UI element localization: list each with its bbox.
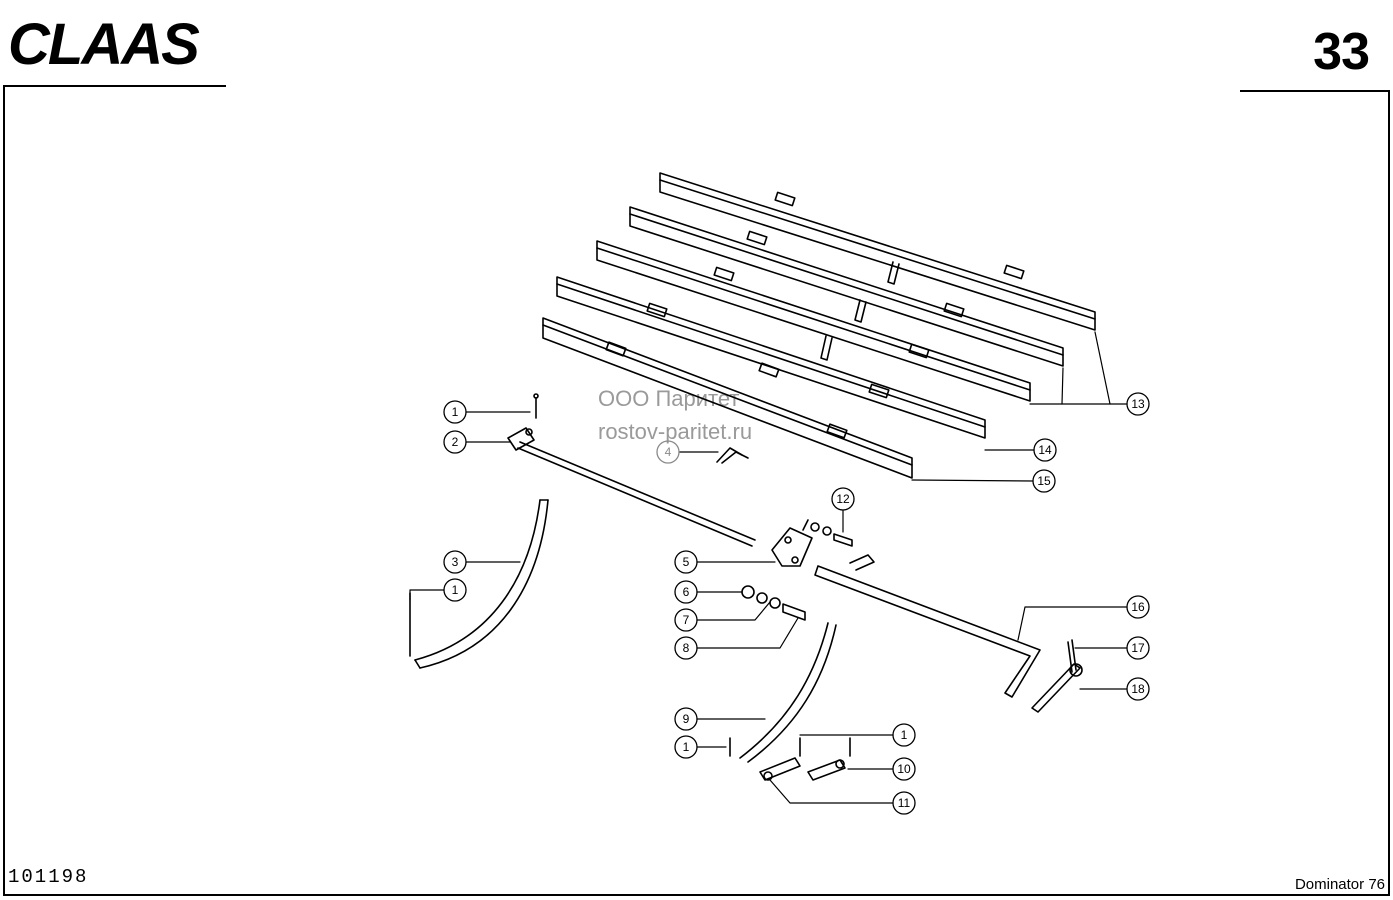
- slat-1: [659, 172, 1096, 331]
- svg-text:7: 7: [683, 613, 690, 627]
- svg-text:1: 1: [452, 583, 459, 597]
- callout-9: 9: [674, 707, 698, 731]
- header-rule-right: [1240, 90, 1390, 92]
- frame-border-left: [3, 85, 5, 895]
- clip: [716, 447, 749, 464]
- callout-1b: 1: [443, 578, 467, 602]
- slat-2: [629, 206, 1064, 367]
- svg-text:3: 3: [452, 555, 459, 569]
- callout-14: 14: [1033, 438, 1057, 462]
- callout-1d: 1: [892, 723, 916, 747]
- svg-text:1: 1: [683, 740, 690, 754]
- watermark-url: rostov-paritet.ru: [598, 419, 753, 444]
- callout-10: 10: [892, 757, 916, 781]
- svg-text:9: 9: [683, 712, 690, 726]
- curved-strap-right: [729, 622, 837, 763]
- svg-text:1: 1: [901, 728, 908, 742]
- svg-text:16: 16: [1131, 600, 1145, 614]
- svg-text:10: 10: [897, 762, 911, 776]
- callout-3: 3: [443, 550, 467, 574]
- svg-text:4: 4: [665, 445, 672, 459]
- callout-13: 13: [1126, 392, 1150, 416]
- callout-4: 4: [656, 440, 680, 464]
- callout-16: 16: [1126, 595, 1150, 619]
- bracket: [771, 519, 853, 567]
- slat-3: [596, 240, 1031, 402]
- svg-text:2: 2: [452, 435, 459, 449]
- svg-text:12: 12: [836, 492, 850, 506]
- claas-logo: CLAAS: [8, 18, 202, 70]
- brand-logo-text: CLAAS: [8, 18, 200, 70]
- slat-4: [556, 276, 986, 439]
- callout-11: 11: [892, 791, 916, 815]
- callout-1a: 1: [443, 400, 467, 424]
- bolt-set: [741, 585, 806, 621]
- callout-5: 5: [674, 550, 698, 574]
- page-number: 33: [1313, 23, 1370, 81]
- pin-and-link: [1031, 639, 1083, 713]
- callout-2: 2: [443, 430, 467, 454]
- small-links: [759, 737, 851, 781]
- callout-12: 12: [831, 487, 855, 511]
- header-rule-left: [4, 85, 226, 87]
- callout-17: 17: [1126, 636, 1150, 660]
- svg-text:11: 11: [898, 796, 911, 810]
- model-name: Dominator 76: [1294, 876, 1385, 893]
- callout-7: 7: [674, 608, 698, 632]
- svg-text:18: 18: [1131, 682, 1145, 696]
- svg-text:8: 8: [683, 641, 690, 655]
- callout-18: 18: [1126, 677, 1150, 701]
- svg-text:6: 6: [683, 585, 690, 599]
- frame-border-right: [1388, 90, 1390, 895]
- frame-border-bottom: [3, 894, 1390, 896]
- leader-lines: [409, 331, 1128, 804]
- svg-text:14: 14: [1038, 443, 1052, 457]
- slat-5: [542, 317, 913, 479]
- svg-text:17: 17: [1131, 641, 1145, 655]
- svg-text:15: 15: [1037, 474, 1051, 488]
- callout-6: 6: [674, 580, 698, 604]
- svg-text:13: 13: [1131, 397, 1145, 411]
- callout-1c: 1: [674, 735, 698, 759]
- callouts: 1 2 4 3 1 5 6 7 8 9 1 1 10 11 12 13 14 1…: [443, 392, 1150, 815]
- document-id: 101198: [8, 866, 89, 888]
- svg-text:1: 1: [452, 405, 459, 419]
- svg-text:5: 5: [683, 555, 690, 569]
- callout-8: 8: [674, 636, 698, 660]
- lever-arm: [814, 554, 1041, 698]
- curved-strap-left: [409, 499, 549, 669]
- callout-15: 15: [1032, 469, 1056, 493]
- rod: [507, 393, 756, 547]
